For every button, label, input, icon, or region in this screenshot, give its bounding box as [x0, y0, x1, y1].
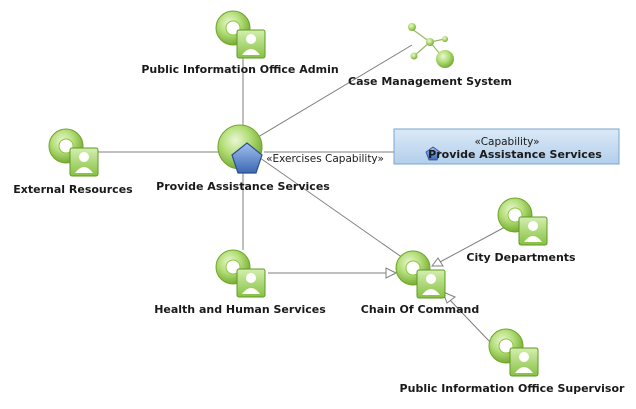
actor-role-icon — [215, 249, 266, 298]
capability-stereotype: «Capability» — [474, 136, 539, 148]
role-node-pio-supervisor[interactable] — [488, 328, 539, 377]
capability-hub-node[interactable] — [217, 124, 263, 174]
arrowheads — [385, 257, 456, 304]
actor-role-icon — [215, 10, 266, 59]
role-node-city[interactable] — [497, 197, 548, 246]
link-super-chain — [447, 297, 491, 343]
actor-role-icon — [395, 250, 446, 299]
role-node-pio-admin[interactable] — [215, 10, 266, 59]
label-pio-supervisor: Public Information Office Supervisor — [400, 382, 625, 395]
link-city-chain — [439, 226, 506, 263]
actor-role-icon — [488, 328, 539, 377]
actor-role-icon — [497, 197, 548, 246]
label-pio-admin: Public Information Office Admin — [141, 63, 338, 76]
capability-box[interactable]: «Capability» Provide Assistance Services — [393, 128, 620, 165]
link-to-chain — [242, 145, 414, 266]
arrowhead-health — [385, 267, 398, 279]
label-city: City Departments — [466, 251, 576, 264]
connectors — [75, 44, 506, 343]
label-provide-assistance: Provide Assistance Services — [156, 180, 330, 193]
system-node-case-management[interactable] — [408, 23, 454, 68]
label-health: Health and Human Services — [154, 303, 326, 316]
capability-name: Provide Assistance Services — [428, 148, 602, 161]
connector-label: «Exercises Capability» — [266, 153, 384, 165]
label-chain: Chain Of Command — [361, 303, 479, 316]
capability-pentagon-icon — [425, 146, 441, 161]
role-node-chain[interactable] — [395, 250, 446, 299]
arrowhead-city — [431, 257, 444, 267]
label-case-management: Case Management System — [348, 75, 512, 88]
capability-pentagon-icon — [231, 142, 263, 174]
link-case-management — [242, 44, 413, 147]
role-node-external[interactable] — [48, 128, 99, 177]
role-node-health[interactable] — [215, 249, 266, 298]
system-network-icon — [408, 23, 454, 68]
actor-role-icon — [48, 128, 99, 177]
label-external-resources: External Resources — [13, 183, 133, 196]
